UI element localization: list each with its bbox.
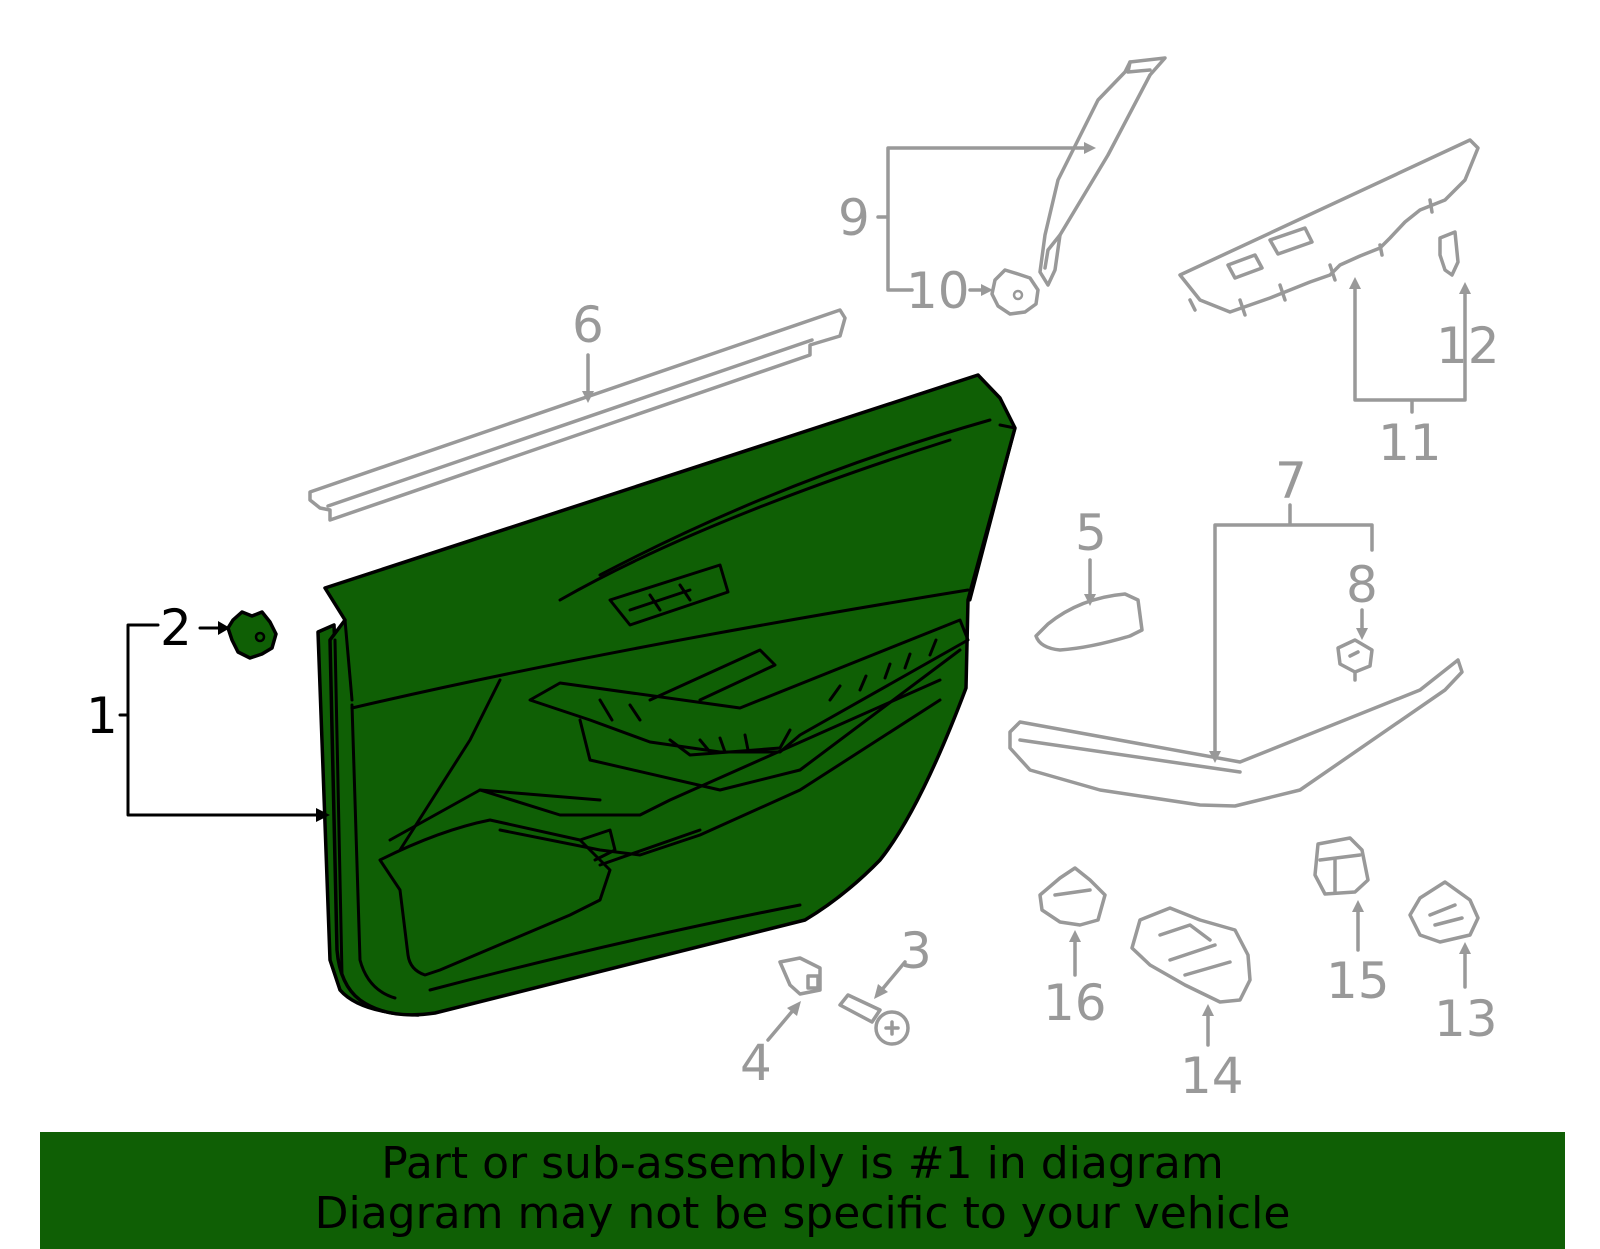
callout-13: 13 bbox=[1434, 990, 1498, 1048]
callout-10: 10 bbox=[906, 262, 970, 320]
part-1-door-trim-panel[interactable] bbox=[316, 373, 1017, 1017]
leader-lines bbox=[118, 142, 1471, 1047]
part-15-switch[interactable] bbox=[1313, 836, 1370, 896]
callout-2: 2 bbox=[160, 599, 192, 657]
callout-4: 4 bbox=[740, 1034, 772, 1092]
part-4-clip[interactable] bbox=[778, 956, 822, 996]
part-11-switch-assembly[interactable] bbox=[1178, 138, 1480, 317]
callout-7: 7 bbox=[1275, 452, 1307, 510]
callout-11: 11 bbox=[1378, 414, 1442, 472]
part-12-clip[interactable] bbox=[1438, 230, 1460, 277]
part-9-garnish[interactable] bbox=[1038, 56, 1167, 287]
banner-line-1: Part or sub-assembly is #1 in diagram bbox=[381, 1138, 1224, 1189]
callout-5: 5 bbox=[1075, 504, 1107, 562]
part-5-handle[interactable] bbox=[1034, 592, 1144, 652]
part-3-screw[interactable] bbox=[838, 993, 910, 1046]
part-7-armrest-trim[interactable] bbox=[1008, 658, 1464, 808]
part-2-clip[interactable] bbox=[226, 610, 278, 660]
callout-16: 16 bbox=[1043, 974, 1107, 1032]
info-banner: Part or sub-assembly is #1 in diagram Di… bbox=[40, 1132, 1565, 1249]
callout-8: 8 bbox=[1346, 556, 1378, 614]
callout-6: 6 bbox=[572, 296, 604, 354]
callout-14: 14 bbox=[1180, 1047, 1244, 1105]
part-6-belt-molding[interactable] bbox=[308, 308, 847, 522]
callout-1: 1 bbox=[86, 687, 118, 745]
callout-labels: 1 2 3 4 5 6 7 8 9 10 11 12 13 14 15 16 bbox=[86, 189, 1500, 1105]
callout-12: 12 bbox=[1436, 317, 1500, 375]
part-13-switch[interactable] bbox=[1408, 880, 1480, 944]
part-14-switch[interactable] bbox=[1130, 906, 1252, 1004]
part-16-switch[interactable] bbox=[1038, 866, 1107, 927]
callout-15: 15 bbox=[1326, 952, 1390, 1010]
callout-3: 3 bbox=[900, 922, 932, 980]
callout-9: 9 bbox=[838, 189, 870, 247]
part-8-clip[interactable] bbox=[1336, 638, 1374, 682]
part-10-nut[interactable] bbox=[990, 268, 1040, 316]
banner-line-2: Diagram may not be specific to your vehi… bbox=[314, 1188, 1291, 1239]
